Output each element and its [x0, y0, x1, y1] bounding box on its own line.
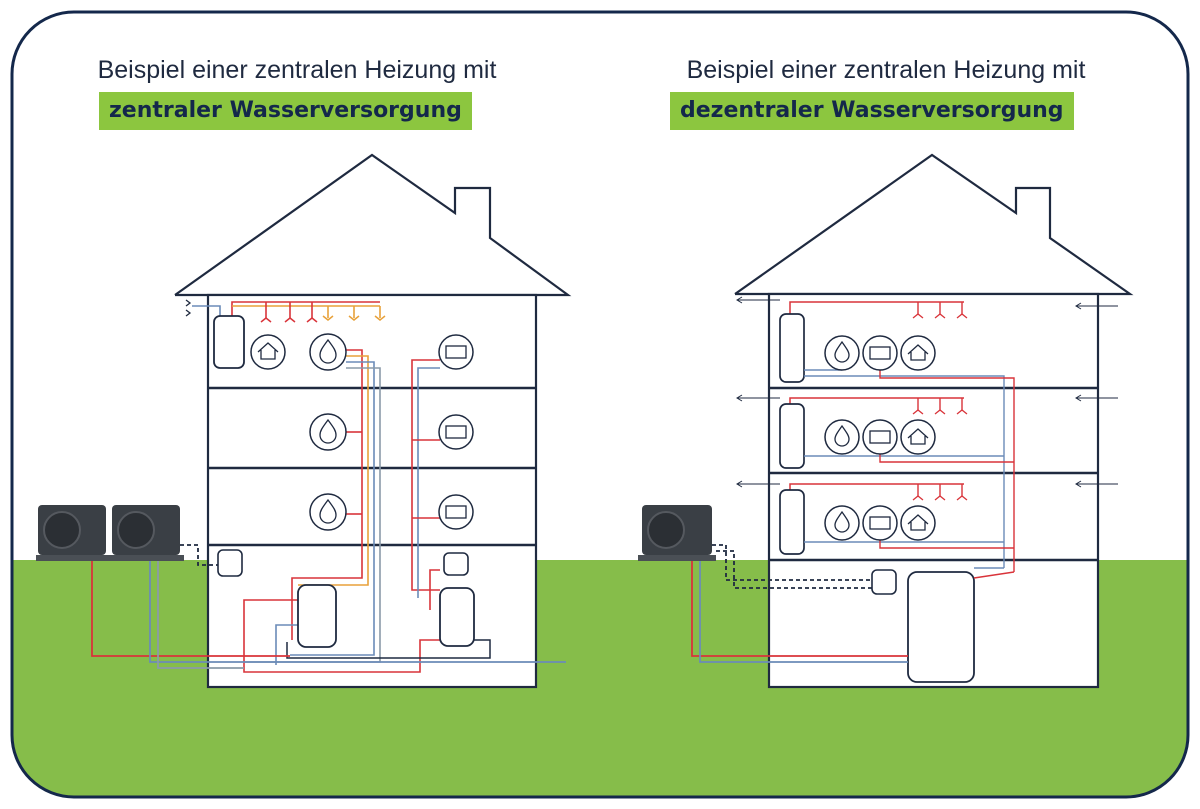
- water-drop-icon: [309, 333, 347, 531]
- right-floor-units: [736, 296, 1118, 572]
- right-panel-title: Beispiel einer zentralen Heizung mit: [686, 56, 1086, 84]
- radiator-icon: [438, 334, 474, 530]
- storage-tank-icon: [439, 587, 475, 647]
- left-panel-highlight: zentraler Wasserversorgung: [99, 92, 472, 130]
- card-border: [10, 10, 1190, 799]
- right-house: [638, 153, 1134, 689]
- storage-tank-icon: [297, 584, 337, 648]
- left-roof: [174, 153, 572, 297]
- tap-outlet-icon: [260, 317, 318, 323]
- house-heating-icon: [250, 334, 286, 370]
- left-house: [36, 153, 572, 689]
- storage-tank-icon: [907, 571, 975, 683]
- right-ground-pipes: [691, 544, 908, 663]
- heat-pump-icon: [36, 505, 184, 561]
- left-ground-pipes: [91, 544, 566, 669]
- heat-pump-icon: [638, 505, 716, 561]
- right-roof: [734, 153, 1134, 296]
- left-panel-title: Beispiel einer zentralen Heizung mit: [97, 56, 497, 84]
- right-panel-highlight: dezentraler Wasserversorgung: [670, 92, 1074, 130]
- storage-tank-icon: [213, 315, 245, 369]
